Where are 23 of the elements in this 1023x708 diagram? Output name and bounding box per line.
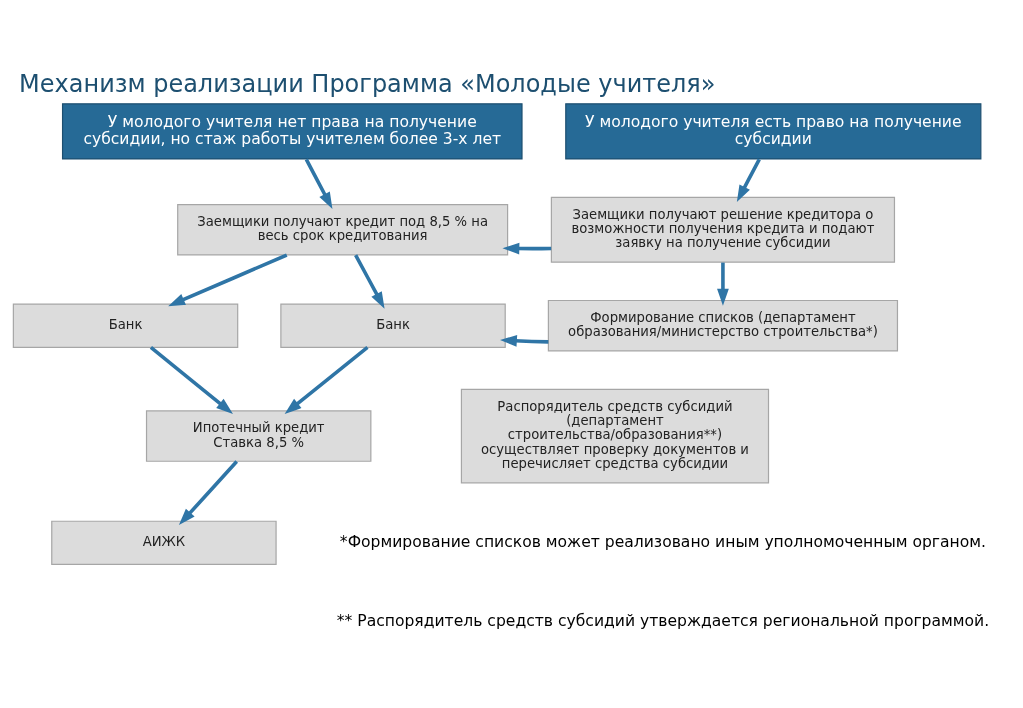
arrow bbox=[284, 345, 369, 414]
diagram-title: Механизм реализации Программа «Молодые учителя» bbox=[19, 69, 716, 98]
arrow bbox=[502, 242, 552, 254]
node-box: Заемщики получают решение кредитора о возможности получения кредита и подают заявку на получение субсидии bbox=[550, 196, 896, 263]
arrow bbox=[304, 157, 333, 209]
label: ** Распорядитель средств субсидий утверждается региональной программой. bbox=[336, 611, 990, 630]
label: *Формирование списков может реализовано иным уполномоченным органом. bbox=[339, 532, 987, 551]
arrow bbox=[149, 345, 233, 414]
node-box: Банк bbox=[280, 303, 506, 348]
node-box: Заемщики получают кредит под 8,5 % на весь срок кредитования bbox=[177, 203, 509, 256]
node-box: Ипотечный кредит Ставка 8,5 % bbox=[145, 409, 372, 462]
node-box: У молодого учителя есть право на получение субсидии bbox=[565, 102, 982, 160]
node-box: АИЖК bbox=[51, 520, 277, 565]
node-box: Банк bbox=[12, 303, 239, 348]
arrow bbox=[500, 334, 549, 347]
node-box: У молодого учителя нет права на получение субсидии, но стаж работы учителем более 3-х лет bbox=[61, 102, 523, 160]
arrow bbox=[168, 252, 288, 306]
arrow bbox=[717, 262, 729, 306]
node-box: Распорядитель средств субсидий (департамент строительства/образования**) осуществляет проверку документов и перечисляет средства субсидии bbox=[460, 388, 770, 483]
arrow bbox=[178, 459, 239, 525]
arrow bbox=[354, 253, 385, 309]
node-box: Формирование списков (департамент образования/министерство строительства*) bbox=[547, 299, 899, 351]
arrow bbox=[736, 157, 761, 202]
